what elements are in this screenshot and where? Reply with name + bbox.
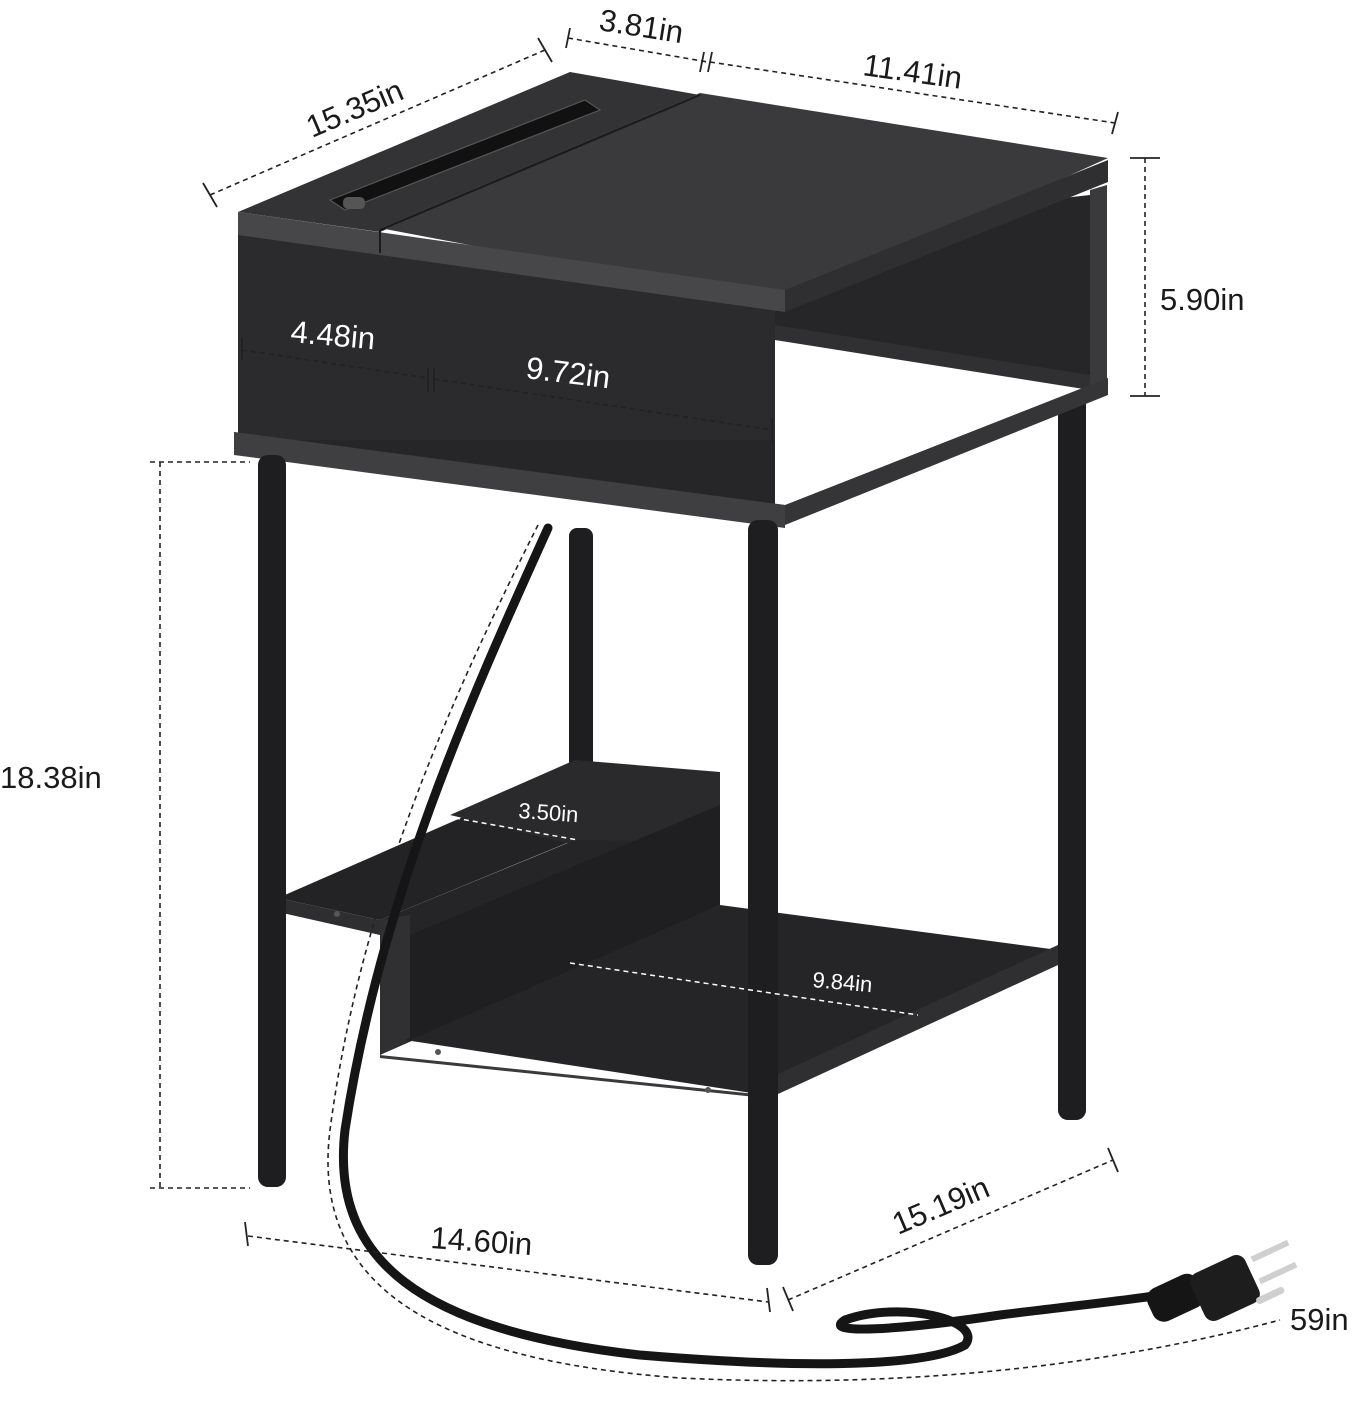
charging-slot	[328, 99, 602, 211]
top-lid-right-edge	[785, 160, 1108, 312]
leg-back-right	[1058, 395, 1086, 1120]
screw-dot	[435, 1049, 441, 1055]
label-leg-height: 18.38in	[0, 760, 102, 795]
label-base-width: 14.60in	[430, 1220, 534, 1262]
mid-plate-front	[234, 432, 785, 528]
screw-dot	[334, 911, 340, 917]
power-plug	[1146, 1239, 1298, 1322]
lower-shelf-left-edge	[278, 898, 380, 935]
lower-shelf-right-edge	[765, 945, 1058, 1100]
label-step-depth: 3.50in	[518, 798, 580, 827]
top-lid-front-edge	[238, 212, 785, 312]
lower-shelf-right	[405, 905, 1058, 1095]
lower-shelf-right-inner	[410, 805, 720, 1040]
top-lid-main	[380, 93, 1108, 305]
label-front-left: 4.48in	[289, 314, 376, 356]
label-cord-length: 59in	[1290, 1302, 1349, 1337]
lower-shelf-front-edge	[380, 1055, 765, 1098]
leg-back-left	[569, 528, 593, 828]
label-slot-width: 3.81in	[597, 2, 686, 50]
label-top-depth: 15.35in	[301, 72, 408, 144]
power-cord	[339, 523, 1165, 1369]
label-base-depth: 15.19in	[887, 1169, 994, 1241]
label-shelf-width: 9.84in	[812, 967, 874, 997]
step-riser-top	[450, 760, 720, 845]
side-panel-right	[1090, 185, 1107, 400]
dimension-lines	[150, 27, 1281, 1382]
leg-front-right	[748, 520, 778, 1265]
leg-front-left	[258, 455, 286, 1187]
label-drawer-height: 5.90in	[1160, 282, 1244, 317]
label-lid-width: 11.41in	[861, 47, 964, 95]
screw-dot	[705, 1087, 711, 1093]
power-button	[343, 197, 365, 209]
lid-seam	[379, 94, 701, 231]
cubby-floor	[775, 325, 1090, 390]
nightstand-illustration	[234, 72, 1298, 1369]
